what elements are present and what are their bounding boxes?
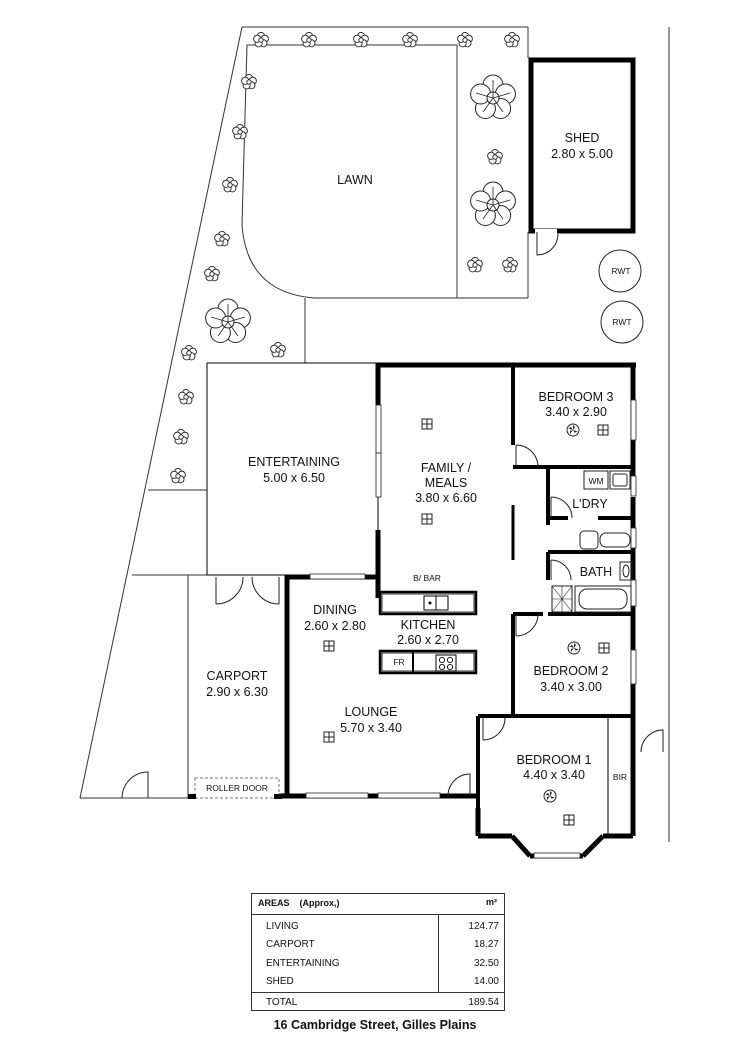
family-meals-label-line2: MEALS [425,476,467,490]
lounge-label: LOUNGE [345,705,398,719]
roller-door [188,777,282,799]
areas-title: AREAS (Approx,) [258,898,340,908]
bir-label: BIR [613,772,627,782]
door-swings [121,444,664,799]
table-row: CARPORT 18.27 [252,936,504,954]
fridge-label: FR [393,657,404,667]
floor-plan: LAWN SHED 2.80 x 5.00 RWT RWT ENTERTAINI… [79,26,670,859]
bedroom2-dimensions: 3.40 x 3.00 [540,680,602,694]
carport-dimensions: 2.90 x 6.30 [206,685,268,699]
windows [305,399,637,859]
table-row: SHED 14.00 [252,973,504,991]
lounge-dimensions: 5.70 x 3.40 [340,721,402,735]
total-label: TOTAL [266,997,298,1008]
table-row: ENTERTAINING 32.50 [252,955,504,973]
washing-machine-label: WM [588,476,603,486]
laundry-label: L'DRY [572,497,608,511]
bedroom3-dimensions: 3.40 x 2.90 [545,405,607,419]
rwt-label: RWT [612,317,631,327]
areas-total-row: TOTAL 189.54 [252,992,504,1012]
total-value: 189.54 [468,997,499,1008]
entertaining-dimensions: 5.00 x 6.50 [263,471,325,485]
area-value: 14.00 [473,976,499,987]
kitchen-benches [378,590,478,675]
lawn-area [241,44,458,299]
areas-unit: m² [486,897,497,907]
area-value: 32.50 [473,958,499,969]
rwt-label: RWT [611,266,630,276]
family-meals-dimensions: 3.80 x 6.60 [415,491,477,505]
bbar-label: B/ BAR [413,573,441,583]
shed-walls [528,57,636,234]
shrub-icons [170,31,520,484]
area-value: 124.77 [468,921,499,932]
area-name: SHED [266,976,294,987]
shed-label: SHED [565,131,600,145]
rwt-tank [598,249,642,293]
carport-label: CARPORT [207,669,268,683]
dining-dimensions: 2.60 x 2.80 [304,619,366,633]
kitchen-dimensions: 2.60 x 2.70 [397,633,459,647]
areas-table: AREAS (Approx,) m² LIVING 124.77 CARPORT… [251,893,505,1011]
property-address: 16 Cambridge Street, Gilles Plains [273,1018,477,1032]
family-meals-label-line1: FAMILY / [421,461,472,475]
roller-door-label: ROLLER DOOR [206,783,268,793]
bath-label: BATH [580,565,612,579]
tree-icons [205,74,516,343]
area-name: LIVING [266,921,299,932]
bedroom3-label: BEDROOM 3 [538,390,613,404]
dining-label: DINING [313,603,357,617]
area-value: 18.27 [473,939,499,950]
wet-area-fixtures [551,470,633,613]
rwt-tank [600,300,644,344]
area-name: ENTERTAINING [266,958,340,969]
bedroom1-dimensions: 4.40 x 3.40 [523,768,585,782]
areas-header: AREAS (Approx,) m² [252,894,504,915]
bedroom1-label: BEDROOM 1 [516,753,591,767]
lawn-label: LAWN [337,173,373,187]
table-row: LIVING 124.77 [252,918,504,936]
entertaining-label: ENTERTAINING [248,455,340,469]
area-name: CARPORT [266,939,315,950]
kitchen-label: KITCHEN [401,618,456,632]
shed-dimensions: 2.80 x 5.00 [551,147,613,161]
bedroom2-label: BEDROOM 2 [533,664,608,678]
